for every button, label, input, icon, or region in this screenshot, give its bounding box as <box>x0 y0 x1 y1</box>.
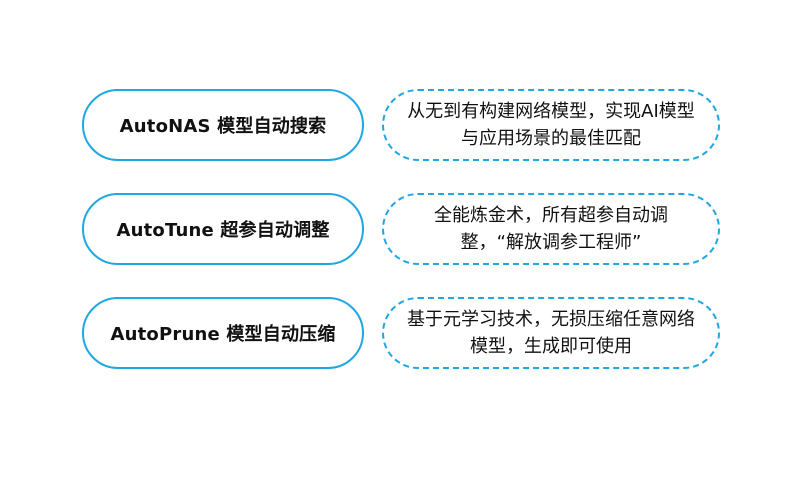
feature-title: AutoNAS 模型自动搜索 <box>119 116 327 137</box>
feature-title: AutoPrune 模型自动压缩 <box>110 324 336 345</box>
feature-description-box: 基于元学习技术，无损压缩任意网络模型，生成即可使用 <box>382 297 720 369</box>
feature-description: 基于元学习技术，无损压缩任意网络模型，生成即可使用 <box>407 309 695 357</box>
feature-row-autoprune: AutoPrune 模型自动压缩 基于元学习技术，无损压缩任意网络模型，生成即可… <box>0 297 800 377</box>
feature-description: 从无到有构建网络模型，实现AI模型与应用场景的最佳匹配 <box>407 101 695 149</box>
feature-title-pill: AutoNAS 模型自动搜索 <box>82 89 364 161</box>
feature-title-pill: AutoTune 超参自动调整 <box>82 193 364 265</box>
feature-description-box: 全能炼金术，所有超参自动调整，“解放调参工程师” <box>382 193 720 265</box>
feature-description: 全能炼金术，所有超参自动调整，“解放调参工程师” <box>434 205 668 253</box>
feature-title-pill: AutoPrune 模型自动压缩 <box>82 297 364 369</box>
feature-row-autonas: AutoNAS 模型自动搜索 从无到有构建网络模型，实现AI模型与应用场景的最佳… <box>0 89 800 169</box>
feature-description-box: 从无到有构建网络模型，实现AI模型与应用场景的最佳匹配 <box>382 89 720 161</box>
feature-row-autotune: AutoTune 超参自动调整 全能炼金术，所有超参自动调整，“解放调参工程师” <box>0 193 800 273</box>
feature-title: AutoTune 超参自动调整 <box>116 220 330 241</box>
